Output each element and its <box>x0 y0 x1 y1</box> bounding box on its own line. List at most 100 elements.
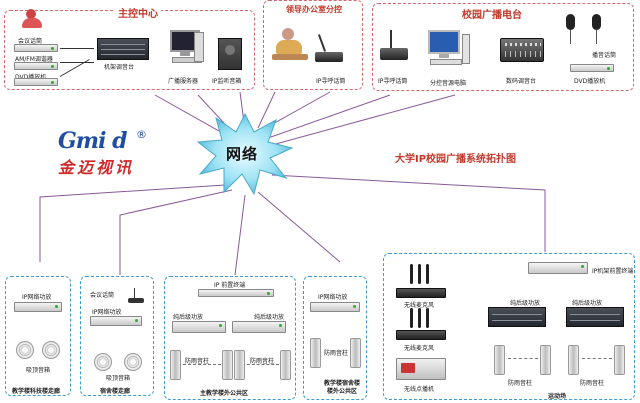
post-amp-device-2 <box>232 321 286 333</box>
ceiling-speaker-label-1: 吸顶音箱 <box>26 367 51 374</box>
brand-logo: Gmi d ® 金迈视讯 <box>58 128 150 178</box>
teaching-corridor-area: 教学楼科技楼走廊 <box>12 388 61 395</box>
campus-station-title: 校园广播电台 <box>459 6 525 21</box>
sub-control-pc-label: 分控音源电脑 <box>430 80 467 87</box>
wireless-mic-receiver-1 <box>396 288 446 298</box>
column-speaker-icon-9 <box>568 345 579 375</box>
dvd-label-1: DVD播放机 <box>15 72 46 81</box>
campus-station-group <box>372 3 634 91</box>
ceiling-speaker-label-2: 吸顶音箱 <box>106 375 131 382</box>
digital-mixer-icon <box>500 38 544 62</box>
conference-mic-label-2: 会议话筒 <box>90 292 115 299</box>
ip-rack-front-terminal-device <box>528 262 588 274</box>
digital-mixer-label: 数码调音台 <box>506 78 537 85</box>
ip-monitor-speaker-label: IP监听音箱 <box>212 78 242 85</box>
column-speaker-icon-4 <box>280 350 291 380</box>
paging-mic-label-1: IP寻呼话筒 <box>316 78 346 85</box>
rain-column-label-1: 防雨音柱 <box>185 358 210 365</box>
leader-office-group <box>263 0 363 90</box>
rain-column-label-5: 防雨音柱 <box>580 380 605 387</box>
studio-mics-label: 播音话筒 <box>592 52 617 59</box>
rain-column-label-4: 防雨音柱 <box>508 380 533 387</box>
post-amp-label-2: 纯后级功放 <box>254 314 285 321</box>
speaker-link-4 <box>582 358 612 359</box>
ceiling-speaker-icon-3 <box>94 353 112 371</box>
ip-amp-device-3 <box>310 302 360 312</box>
wireless-mic-receiver-2 <box>396 330 446 340</box>
dorm-public-area: 教学楼宿舍楼楼外公共区 <box>323 380 360 395</box>
dorm-corridor-group <box>80 276 154 396</box>
ip-rack-front-terminal-label: IP机架前置终端 <box>592 268 634 275</box>
ip-front-terminal-label: IP 前置终端 <box>214 282 246 289</box>
post-amp-rack-2 <box>566 307 624 327</box>
speaker-link-2 <box>247 364 279 365</box>
speaker-link-3 <box>508 358 538 359</box>
conference-mic-label-1: 会议话筒 <box>18 38 43 45</box>
speaker-link-1 <box>183 364 221 365</box>
broadcast-server-label: 广播服务器 <box>168 78 199 85</box>
logo-chinese: 金迈视讯 <box>58 158 135 177</box>
playground-area: 运动场 <box>548 393 567 400</box>
ip-amp-label-3: IP网络功放 <box>318 294 348 301</box>
column-speaker-icon-6 <box>350 338 361 368</box>
wireless-player-device <box>396 358 446 380</box>
dvd-device-2 <box>570 64 614 72</box>
diagram-title: 大学IP校园广播系统拓扑图 <box>395 154 517 165</box>
wireless-player-label: 无线点播机 <box>404 386 435 393</box>
column-speaker-icon-2 <box>222 350 233 380</box>
ip-amp-device-2 <box>90 316 142 326</box>
post-amp-label-1: 纯后级功放 <box>173 314 204 321</box>
ip-front-terminal-device <box>198 289 274 297</box>
dvd-device-1 <box>14 78 58 86</box>
wireless-mic-label-2: 无线麦克风 <box>404 345 435 352</box>
wireless-mic-icon-2 <box>404 308 440 332</box>
connect-arrows <box>59 46 96 77</box>
post-amp-device-1 <box>172 321 226 333</box>
playground-group <box>383 253 635 400</box>
ip-amp-label-1: IP网络功放 <box>22 294 52 301</box>
wireless-mic-icon-1 <box>404 264 440 288</box>
post-amp-label-4: 纯后级功放 <box>572 300 603 307</box>
post-amp-rack-1 <box>488 307 546 327</box>
column-speaker-icon-10 <box>614 345 625 375</box>
dorm-public-group <box>303 276 367 400</box>
logo-latin: Gmi d <box>58 128 127 154</box>
ceiling-speaker-icon-4 <box>124 353 142 371</box>
broadcast-server-icon <box>170 30 206 72</box>
paging-mic-label-2: IP寻呼话筒 <box>378 78 408 85</box>
conference-mic-device <box>14 44 58 52</box>
ceiling-speaker-icon-2 <box>42 341 60 359</box>
ceiling-speaker-icon-1 <box>16 341 34 359</box>
post-amp-label-3: 纯后级功放 <box>510 300 541 307</box>
column-speaker-icon-1 <box>170 350 181 380</box>
dvd-label-2: DVD播放机 <box>574 78 606 85</box>
network-cloud-icon <box>196 112 294 196</box>
column-speaker-icon-7 <box>494 345 505 375</box>
ip-amp-label-2: IP网络功放 <box>92 309 122 316</box>
column-speaker-icon-8 <box>540 345 551 375</box>
teaching-public-group <box>164 276 296 400</box>
rack-mixer <box>97 38 149 60</box>
network-label: 网络 <box>226 145 259 163</box>
tuner-label: AM/FM调谐器 <box>15 56 53 63</box>
wireless-mic-label-1: 无线麦克风 <box>404 302 435 309</box>
tuner-device <box>14 62 58 70</box>
ip-monitor-speaker-icon <box>218 38 242 70</box>
control-center-title: 主控中心 <box>115 5 161 20</box>
leader-figure <box>272 28 308 62</box>
paging-mic-icon-2 <box>380 30 410 62</box>
column-speaker-icon-3 <box>234 350 245 380</box>
paging-mic-icon-1 <box>315 34 345 64</box>
teaching-public-area: 主教学楼外公共区 <box>200 390 249 397</box>
logo-registered: ® <box>136 128 147 141</box>
announcer-figure <box>20 9 46 29</box>
ip-amp-device-1 <box>14 302 62 312</box>
dorm-corridor-area: 宿舍楼走廊 <box>100 388 131 395</box>
leader-office-title: 领导办公室分控 <box>283 4 345 15</box>
gooseneck-mic-icon <box>126 288 146 304</box>
studio-mics-icon <box>562 12 610 46</box>
rain-column-label-2: 防雨音柱 <box>250 358 275 365</box>
rain-column-label-3: 防雨音柱 <box>324 350 349 357</box>
teaching-corridor-group <box>5 276 71 396</box>
